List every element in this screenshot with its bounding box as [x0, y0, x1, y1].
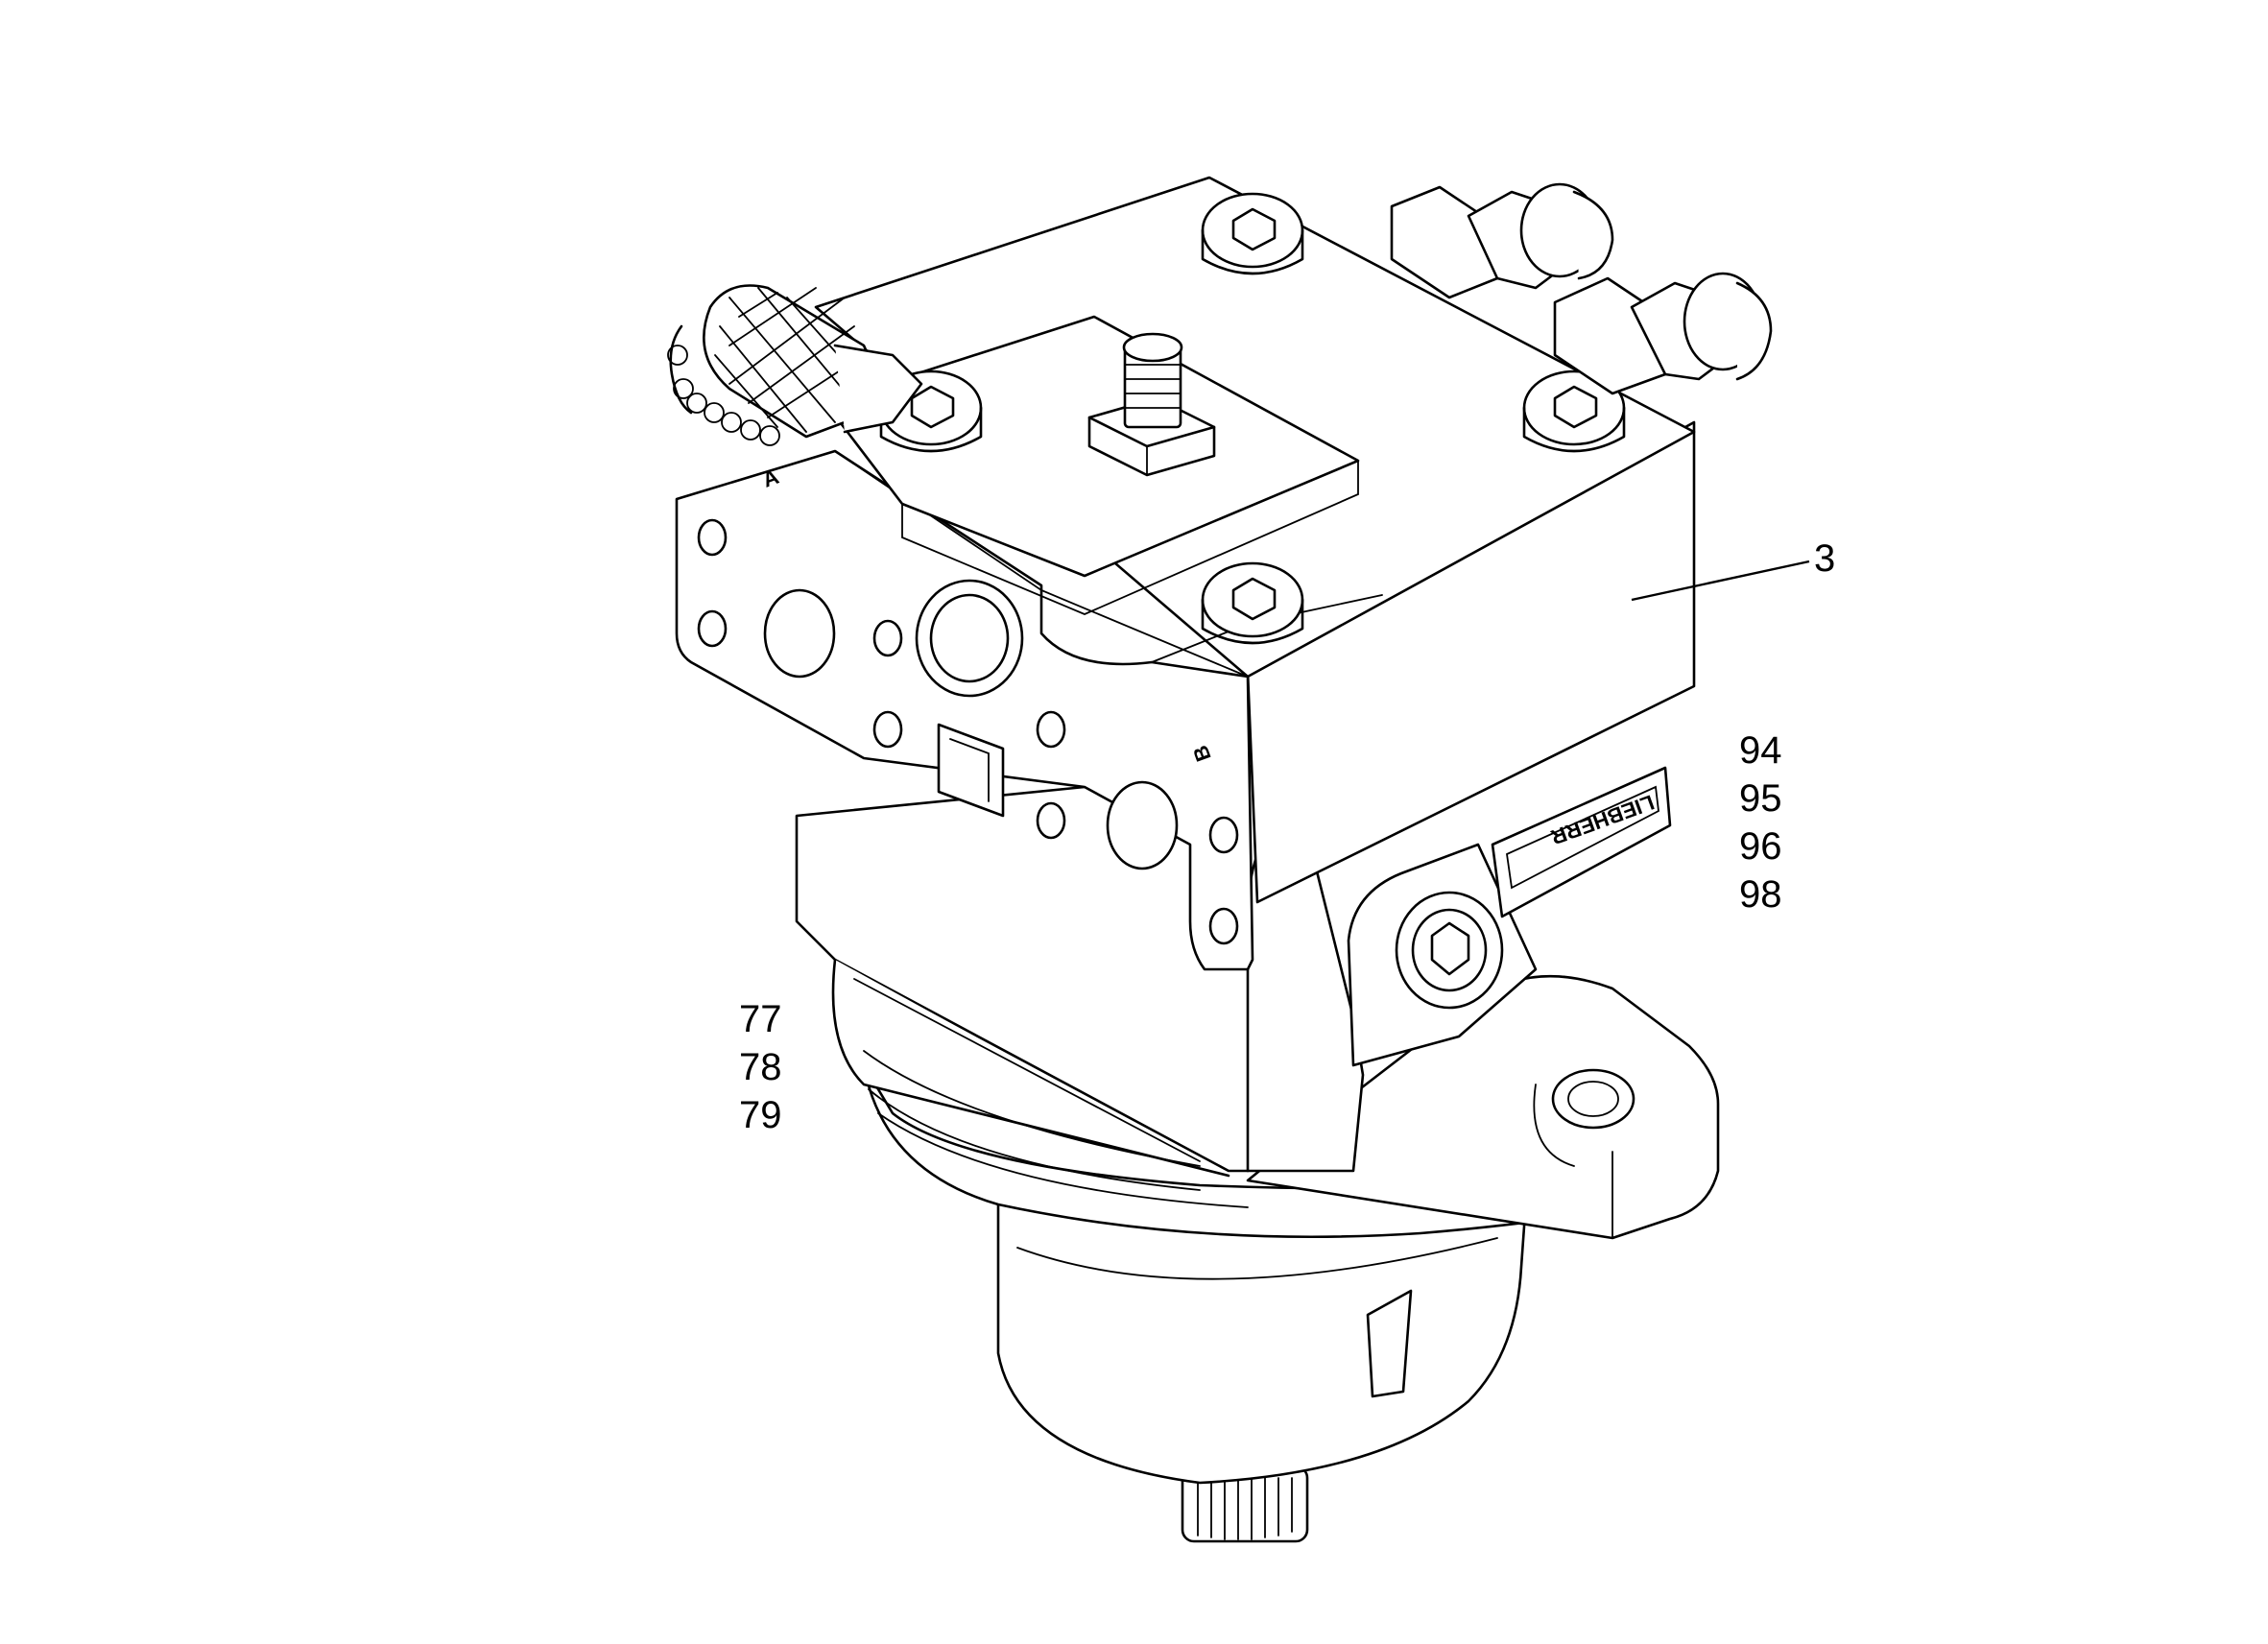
bolt-top — [1201, 192, 1304, 275]
callout-95: 95 — [1739, 777, 1782, 820]
center-stud — [1087, 332, 1216, 477]
hex-socket-icon — [1231, 577, 1277, 621]
hex-socket-icon — [1430, 921, 1470, 976]
square-port — [937, 723, 1005, 818]
fitting-upper — [1390, 182, 1614, 299]
front-ports — [697, 518, 1239, 945]
port-b-opening — [1106, 780, 1179, 870]
callout-94: 94 — [1739, 729, 1782, 772]
callout-78: 78 — [739, 1046, 782, 1088]
side-plug — [1395, 891, 1504, 1010]
lower-housing — [996, 1198, 1528, 1485]
leader-line-3 — [1631, 560, 1810, 602]
solenoid-coil — [667, 284, 923, 446]
callout-79: 79 — [739, 1094, 782, 1136]
mounting-flange — [1246, 974, 1720, 1240]
mount-hole — [1551, 1068, 1635, 1130]
callout-77: 77 — [739, 998, 782, 1040]
callout-96: 96 — [1739, 825, 1782, 868]
hex-socket-icon — [910, 385, 955, 429]
port-a-opening — [763, 588, 836, 679]
callout-98: 98 — [1739, 873, 1782, 916]
nameplate: LIEBHERR — [1491, 766, 1672, 918]
bolt-front — [1201, 561, 1304, 645]
hex-socket-icon — [1553, 385, 1598, 429]
bolt-right — [1522, 369, 1626, 453]
bolts — [879, 192, 1626, 645]
fitting-lower — [1553, 272, 1773, 395]
hex-socket-icon — [1231, 207, 1277, 251]
callouts: 3 94 95 96 98 77 78 79 — [739, 537, 1835, 1136]
callout-3: 3 — [1814, 537, 1835, 580]
